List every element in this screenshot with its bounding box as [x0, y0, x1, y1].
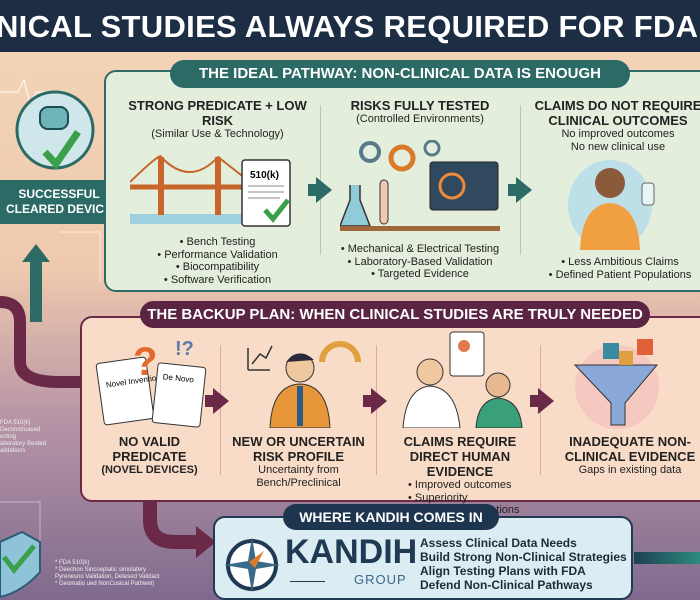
- question-mark-icon: ?: [133, 340, 157, 384]
- compass-logo-icon: [224, 537, 280, 593]
- flow-arrow-to-kandih: [143, 450, 216, 558]
- checkmark-icon: [42, 130, 81, 170]
- backup-plan-title: THE BACKUP PLAN: WHEN CLINICAL STUDIES A…: [140, 301, 650, 328]
- successful-cleared-device-banner: SUCCESSFUL CLEARED DEVICE: [0, 180, 118, 224]
- puzzle-icon: [637, 339, 653, 355]
- ideal-col-claims: CLAIMS DO NOT REQUIRE CLINICAL OUTCOMES …: [534, 98, 700, 153]
- ideal-col-predicate: STRONG PREDICATE + LOW RISK (Similar Use…: [128, 98, 307, 140]
- bottle-icon: [641, 182, 655, 206]
- checkmark-icon: [263, 198, 290, 223]
- gear-icon: [359, 141, 381, 163]
- doctor-patient-illustration: [402, 331, 523, 428]
- arrow-right-icon: [538, 388, 554, 414]
- kandih-services-list: Assess Clinical Data Needs Build Strong …: [420, 536, 627, 592]
- footnote-bottom: * FDA 510(k)* Deechon Sincoeplatic simul…: [55, 560, 160, 587]
- novel-documents-illustration: Novel Invention De Novo ? !?: [95, 338, 207, 428]
- svg-text:!?: !?: [175, 338, 194, 360]
- flask-icon: [340, 185, 372, 227]
- gear-icon: [388, 144, 416, 172]
- gauge-icon: [319, 341, 361, 363]
- backup-col-inadequate: INADEQUATE NON-CLINICAL EVIDENCE Gaps in…: [564, 434, 696, 476]
- svg-text:De Novo: De Novo: [162, 372, 194, 384]
- ideal-col-risks-bullets: • Mechanical & Electrical Testing• Labor…: [340, 243, 500, 280]
- ideal-col-claims-bullets: • Less Ambitious Claims• Defined Patient…: [548, 256, 692, 281]
- page-title: NICAL STUDIES ALWAYS REQUIRED FOR FDA CL…: [0, 9, 700, 44]
- connector-line: [634, 552, 700, 564]
- chart-icon: [247, 345, 273, 371]
- ideal-col-risks: RISKS FULLY TESTED (Controlled Environme…: [350, 98, 490, 125]
- kandih-title: WHERE KANDIH COMES IN: [283, 504, 499, 530]
- funnel-puzzle-illustration: [573, 339, 659, 429]
- up-arrow-icon: [22, 244, 50, 322]
- arrow-right-icon: [213, 388, 229, 414]
- gear-icon: [423, 140, 441, 157]
- backup-col-risk: NEW OR UNCERTAIN RISK PROFILE Uncertaint…: [232, 434, 365, 489]
- svg-text:510(k): 510(k): [250, 170, 279, 181]
- arrow-right-icon: [516, 177, 532, 203]
- lab-equipment-illustration: [340, 140, 500, 231]
- title-banner: NICAL STUDIES ALWAYS REQUIRED FOR FDA CL…: [0, 0, 700, 52]
- uncertain-person-illustration: [247, 341, 361, 428]
- ideal-pathway-title: THE IDEAL PATHWAY: NON-CLINICAL DATA IS …: [170, 60, 630, 88]
- circuit-decoration: [0, 78, 101, 599]
- arrow-right-icon: [371, 388, 387, 414]
- ideal-col-predicate-bullets: • Bench Testing• Performance Validation•…: [157, 236, 278, 286]
- backup-col-predicate: NO VALID PREDICATE (NOVEL DEVICES): [101, 434, 198, 476]
- bridge-510k-illustration: 510(k): [130, 155, 291, 227]
- kandih-logo-name: KANDIH: [285, 533, 418, 571]
- puzzle-icon: [603, 343, 619, 359]
- arrow-right-icon: [316, 177, 332, 203]
- kandih-logo-sub: GROUP: [354, 572, 407, 587]
- clipboard-icon: [449, 331, 485, 377]
- patient-illustration: [568, 160, 655, 250]
